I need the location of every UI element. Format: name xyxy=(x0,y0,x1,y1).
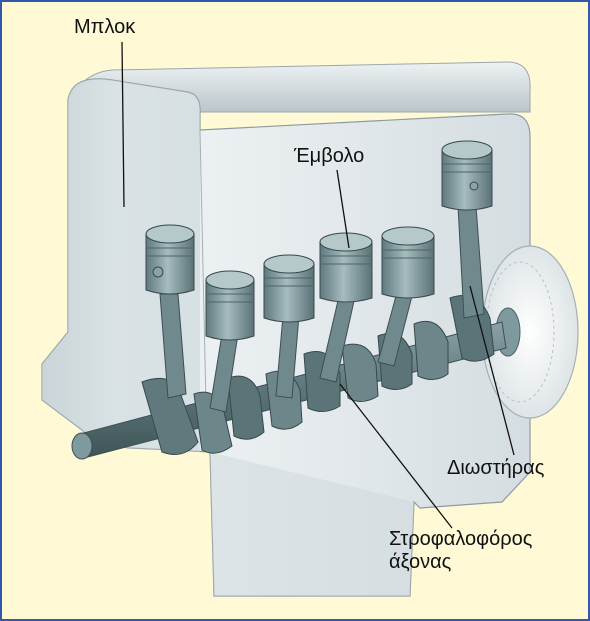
label-crankshaft-line2: άξονας xyxy=(389,551,532,574)
piston-1 xyxy=(146,225,194,294)
piston-3 xyxy=(264,255,314,322)
label-crankshaft: Στροφαλοφόρος άξονας xyxy=(389,528,532,574)
piston-2 xyxy=(206,271,254,340)
piston-6 xyxy=(442,141,492,210)
label-crankshaft-line1: Στροφαλοφόρος xyxy=(389,528,532,551)
piston-4 xyxy=(320,233,372,302)
label-connecting-rod: Διωστήρας xyxy=(447,457,544,480)
piston-5 xyxy=(382,227,434,298)
label-piston: Έμβολο xyxy=(294,145,364,168)
label-block: Μπλοκ xyxy=(74,16,135,39)
